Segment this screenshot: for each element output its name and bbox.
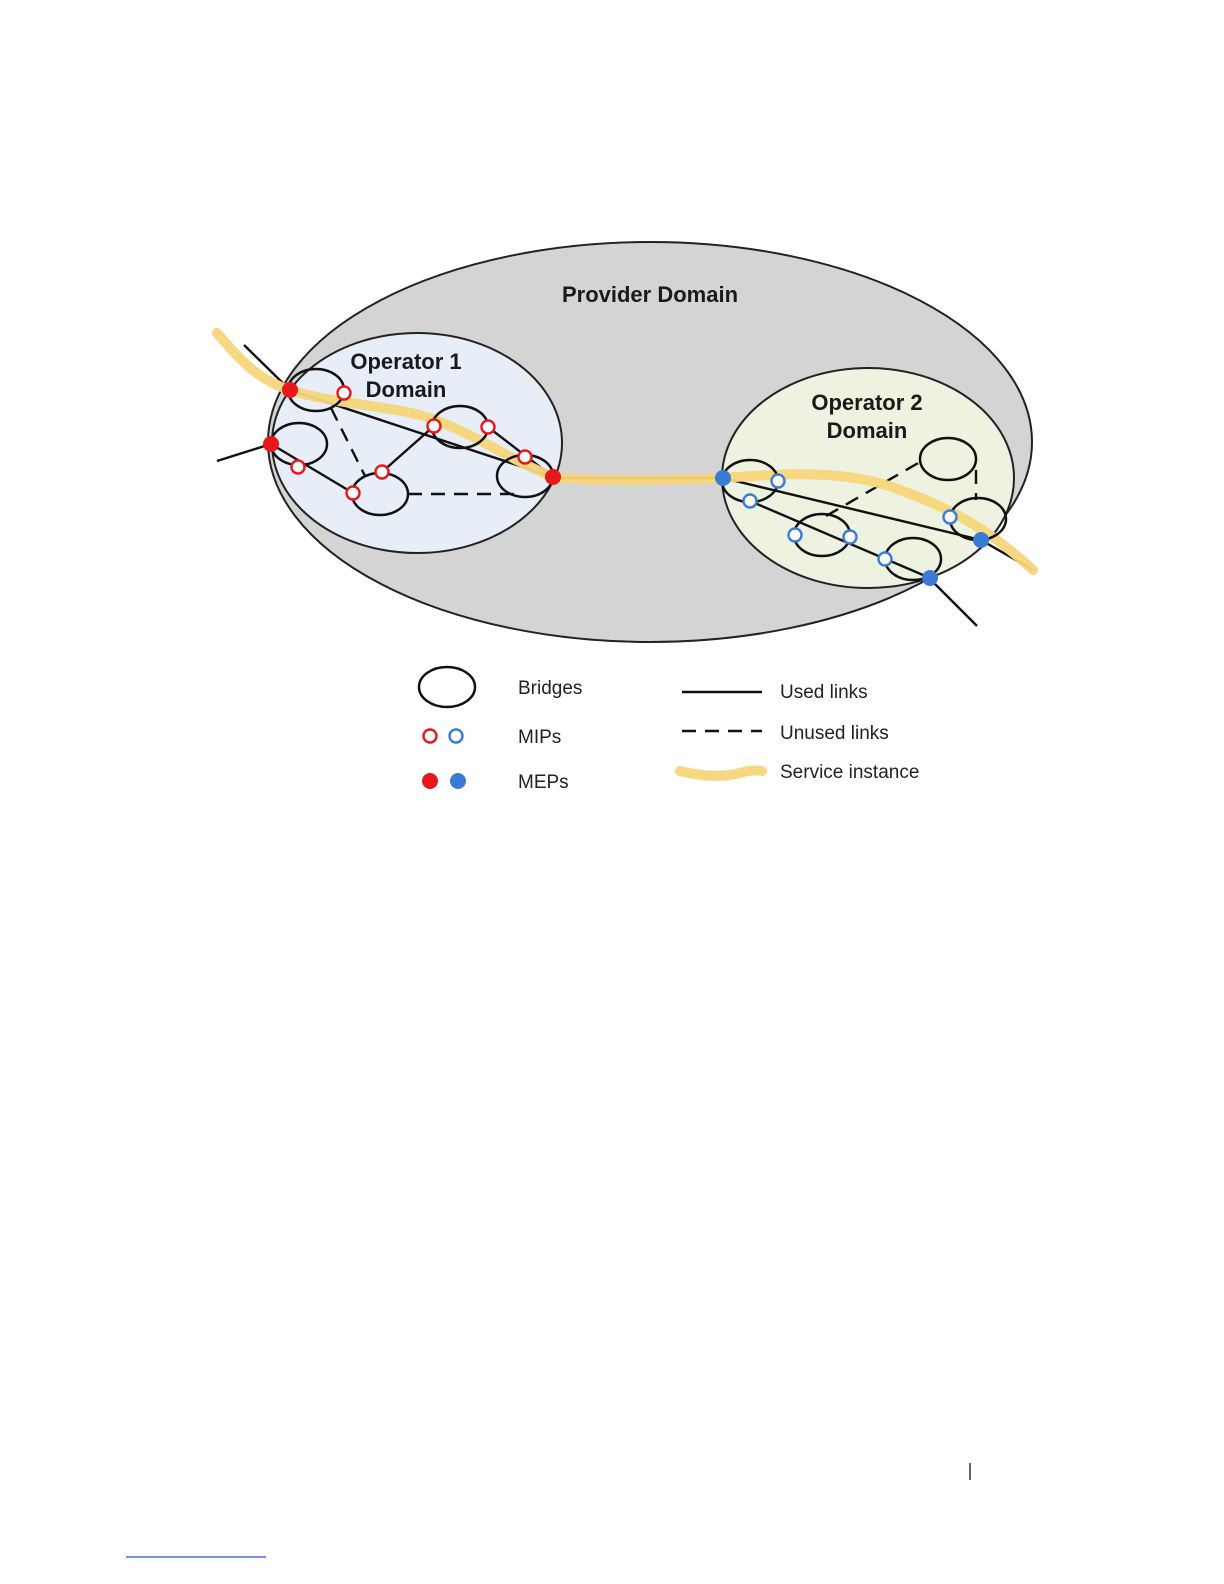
mip-point	[789, 529, 802, 542]
legend-service-instance-symbol	[680, 770, 762, 775]
mip-point	[519, 451, 532, 464]
mip-point	[879, 553, 892, 566]
mep-point	[922, 570, 938, 586]
legend: Bridges MIPs MEPs Used links Unused link…	[419, 667, 919, 793]
legend-service-instance-label: Service instance	[780, 762, 919, 783]
operator2-label-line2: Domain	[827, 418, 908, 443]
mip-point	[338, 387, 351, 400]
external-link	[929, 578, 977, 626]
mep-point	[263, 436, 279, 452]
mip-point	[744, 495, 757, 508]
mip-point	[292, 461, 305, 474]
operator1-label-line2: Domain	[366, 377, 447, 402]
mep-point	[282, 382, 298, 398]
legend-mip-blue-symbol	[450, 730, 463, 743]
legend-mep-blue-symbol	[450, 773, 466, 789]
mip-point	[376, 466, 389, 479]
legend-mep-red-symbol	[422, 773, 438, 789]
mip-point	[844, 531, 857, 544]
mip-point	[772, 475, 785, 488]
provider-domain-label: Provider Domain	[562, 282, 738, 307]
legend-mips-label: MIPs	[518, 727, 561, 748]
legend-unused-links-label: Unused links	[780, 723, 889, 744]
legend-meps-label: MEPs	[518, 772, 569, 793]
operator1-label-line1: Operator 1	[350, 349, 461, 374]
operator2-label-line1: Operator 2	[811, 390, 922, 415]
mep-point	[545, 469, 561, 485]
mep-point	[973, 532, 989, 548]
mip-point	[428, 420, 441, 433]
legend-mip-red-symbol	[424, 730, 437, 743]
mip-point	[944, 511, 957, 524]
mip-point	[482, 421, 495, 434]
mip-point	[347, 487, 360, 500]
mep-point	[715, 470, 731, 486]
legend-bridge-symbol	[419, 667, 475, 707]
external-link	[217, 444, 271, 461]
legend-used-links-label: Used links	[780, 682, 868, 703]
legend-bridges-label: Bridges	[518, 678, 582, 699]
